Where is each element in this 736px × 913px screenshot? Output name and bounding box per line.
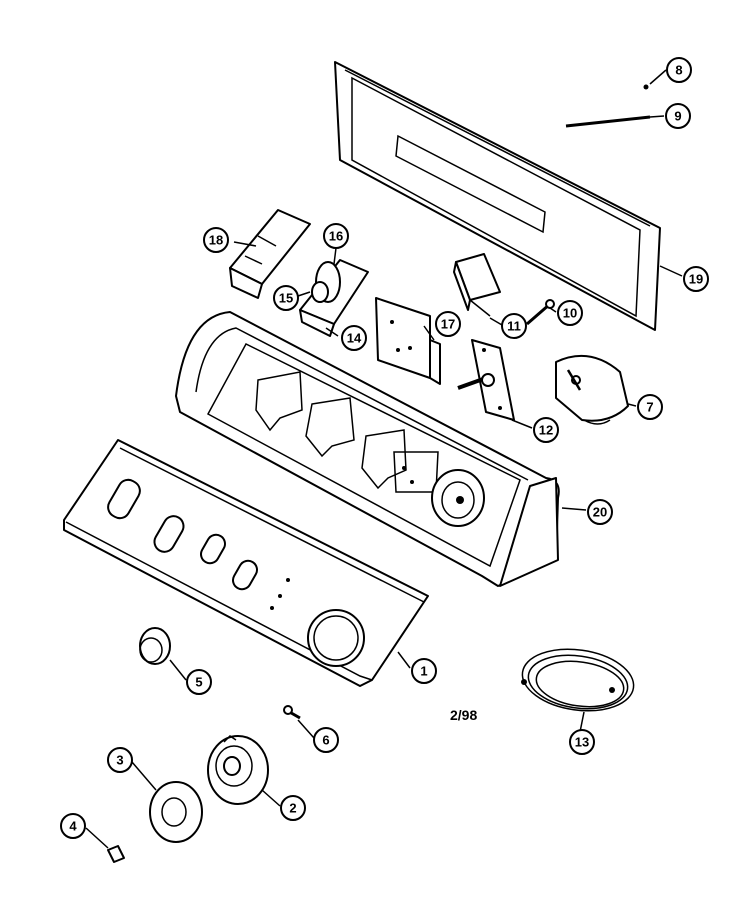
timer-motor-7	[555, 355, 629, 425]
svg-text:9: 9	[674, 109, 681, 124]
callout-13: 13	[569, 729, 595, 755]
svg-text:10: 10	[563, 306, 577, 321]
svg-text:15: 15	[279, 291, 293, 306]
svg-text:17: 17	[441, 317, 455, 332]
callout-7: 7	[637, 394, 663, 420]
wire-harness-13	[521, 648, 635, 712]
bracket-17	[375, 297, 441, 385]
svg-text:20: 20	[593, 505, 607, 520]
screw-6	[283, 705, 301, 720]
callout-20: 20	[587, 499, 613, 525]
front-control-panel-1	[63, 439, 429, 687]
callout-9: 9	[665, 103, 691, 129]
svg-text:13: 13	[575, 735, 589, 750]
svg-text:7: 7	[646, 400, 653, 415]
rod-9	[565, 115, 651, 128]
svg-text:3: 3	[116, 753, 123, 768]
timer-plate-12	[457, 339, 515, 421]
callout-10: 10	[557, 300, 583, 326]
svg-text:2: 2	[289, 801, 296, 816]
callout-11: 11	[501, 313, 527, 339]
svg-text:19: 19	[689, 272, 703, 287]
callout-5: 5	[186, 669, 212, 695]
screw-8	[643, 84, 649, 90]
callout-4: 4	[60, 813, 86, 839]
callout-3: 3	[107, 747, 133, 773]
callout-18: 18	[203, 227, 229, 253]
callout-6: 6	[313, 727, 339, 753]
control-housing-20	[175, 311, 560, 587]
switch-assembly-14	[299, 259, 369, 337]
relay-11	[453, 253, 501, 317]
rear-panel-19	[334, 61, 661, 331]
svg-text:6: 6	[322, 733, 329, 748]
svg-text:5: 5	[195, 675, 202, 690]
svg-text:11: 11	[507, 319, 521, 334]
leader-lines	[85, 69, 683, 849]
svg-text:18: 18	[209, 233, 223, 248]
callout-16: 16	[323, 223, 349, 249]
clip-4	[107, 845, 125, 863]
knob-skirt-3	[149, 781, 203, 843]
svg-text:14: 14	[347, 331, 362, 346]
callout-14: 14	[341, 325, 367, 351]
svg-text:16: 16	[329, 229, 343, 244]
callout-1: 1	[411, 658, 437, 684]
callout-12: 12	[533, 417, 559, 443]
callout-17: 17	[435, 311, 461, 337]
callout-19: 19	[683, 266, 709, 292]
svg-text:4: 4	[69, 819, 77, 834]
dial-knob-2	[207, 735, 269, 805]
switch-block-18	[229, 209, 311, 299]
svg-text:8: 8	[675, 63, 682, 78]
svg-text:1: 1	[420, 664, 427, 679]
callout-2: 2	[280, 795, 306, 821]
svg-text:12: 12	[539, 423, 553, 438]
date-code: 2/98	[450, 707, 478, 723]
callout-8: 8	[666, 57, 692, 83]
push-button-5	[139, 627, 171, 665]
callout-15: 15	[273, 285, 299, 311]
screw-10	[526, 299, 555, 326]
